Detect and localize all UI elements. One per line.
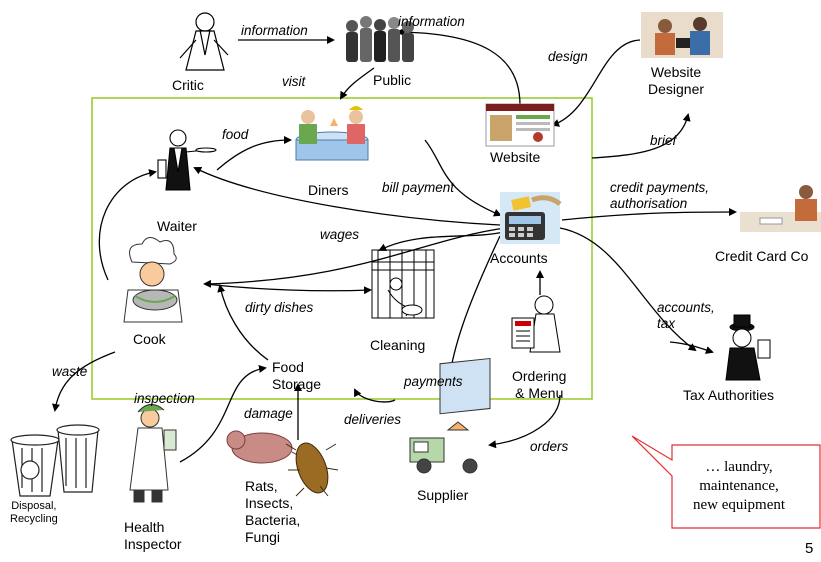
edge-waste bbox=[52, 351, 116, 412]
label-accounts-tax: accounts, tax bbox=[657, 300, 715, 331]
edge-deliveries bbox=[354, 388, 396, 403]
bins-icon bbox=[10, 424, 100, 497]
edge-accounts-cleaning bbox=[378, 231, 504, 251]
edge-tax-link bbox=[669, 341, 714, 354]
edge-dirty-dishes bbox=[204, 283, 372, 295]
label-inspection: inspection bbox=[134, 391, 195, 406]
cleaning-icon bbox=[371, 249, 435, 319]
label-bill-payment: bill payment bbox=[382, 180, 455, 195]
edge-accounts-waiter bbox=[193, 167, 501, 226]
edge-orders bbox=[488, 394, 561, 449]
node-cook: Cook bbox=[133, 331, 166, 347]
node-supplier: Supplier bbox=[417, 487, 469, 503]
rat-icon bbox=[226, 430, 306, 475]
label-information-critic: information bbox=[241, 23, 308, 38]
beetle-icon bbox=[285, 442, 339, 497]
node-pests: Rats, Insects, Bacteria, Fungi bbox=[245, 478, 301, 545]
edge-accounts-creditco bbox=[561, 208, 737, 221]
node-food-storage: Food Storage bbox=[272, 359, 322, 392]
node-disposal-recycling: Disposal, Recycling bbox=[10, 500, 58, 525]
tax-icon bbox=[725, 314, 771, 381]
accounts-icon bbox=[500, 192, 562, 244]
edge-designer-website bbox=[551, 39, 641, 127]
edge-wages bbox=[203, 227, 506, 288]
node-tax-authorities: Tax Authorities bbox=[683, 387, 775, 403]
label-food: food bbox=[222, 127, 249, 142]
node-website-designer: Website Designer bbox=[648, 64, 705, 97]
inspector-icon bbox=[129, 404, 177, 503]
label-visit: visit bbox=[282, 74, 306, 89]
label-waste: waste bbox=[52, 364, 88, 379]
label-payments: payments bbox=[404, 374, 463, 389]
edge-inspector-storage bbox=[179, 364, 267, 463]
critic-icon bbox=[179, 12, 229, 71]
node-credit-card-co: Credit Card Co bbox=[715, 248, 809, 264]
ordering-icon bbox=[511, 295, 561, 353]
page-number: 5 bbox=[805, 540, 814, 557]
edge-food bbox=[216, 136, 292, 171]
waiter-icon bbox=[157, 129, 217, 191]
edge-brief bbox=[591, 113, 691, 159]
diners-icon bbox=[295, 106, 369, 161]
credit-card-co-icon bbox=[740, 185, 821, 232]
truck-icon bbox=[409, 357, 491, 474]
label-information-public: information bbox=[398, 14, 465, 29]
label-damage: damage bbox=[244, 406, 293, 421]
edge-website-public bbox=[396, 28, 521, 106]
label-deliveries: deliveries bbox=[344, 412, 402, 427]
node-website: Website bbox=[490, 149, 541, 165]
node-waiter: Waiter bbox=[157, 218, 197, 234]
edge-diners-accounts bbox=[424, 139, 502, 217]
edge-visit bbox=[339, 67, 375, 100]
label-credit-payments: credit payments, authorisation bbox=[610, 180, 710, 211]
edge-accounts-tax bbox=[559, 227, 697, 352]
callout-note: … laundry, maintenance, new equipment bbox=[692, 459, 786, 513]
label-brief: brief bbox=[650, 133, 677, 148]
node-ordering-menu: Ordering & Menu bbox=[512, 368, 567, 401]
node-health-inspector: Health Inspector bbox=[124, 519, 182, 552]
node-cleaning: Cleaning bbox=[370, 337, 426, 353]
node-critic: Critic bbox=[172, 77, 204, 93]
node-accounts: Accounts bbox=[490, 250, 548, 266]
label-dirty-dishes: dirty dishes bbox=[245, 300, 314, 315]
designer-icon bbox=[641, 12, 723, 58]
node-public: Public bbox=[373, 72, 412, 88]
callout-bubble bbox=[631, 435, 821, 529]
edge-food-storage-cook bbox=[217, 284, 269, 361]
label-design: design bbox=[548, 49, 588, 64]
label-wages: wages bbox=[320, 227, 360, 242]
edge-cook-waiter bbox=[98, 169, 157, 281]
cook-icon bbox=[123, 237, 183, 323]
public-icon bbox=[346, 16, 414, 62]
label-orders: orders bbox=[530, 439, 569, 454]
website-icon bbox=[485, 103, 555, 147]
node-diners: Diners bbox=[308, 182, 349, 198]
